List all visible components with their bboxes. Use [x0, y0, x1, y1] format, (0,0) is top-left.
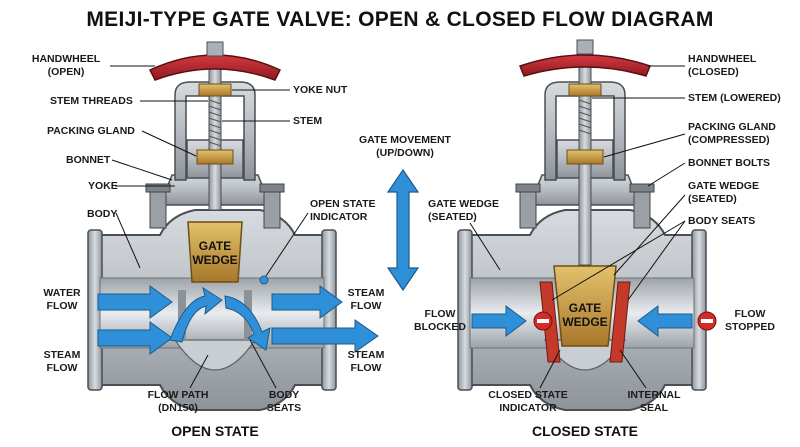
closed-body-seats-label: BODY SEATS — [688, 215, 755, 227]
steam-flow-right-top-label-2: FLOW — [351, 300, 382, 312]
closed-flow-arrows — [471, 305, 693, 337]
open-stem-threads — [208, 99, 222, 147]
open-handwheel — [148, 54, 282, 81]
open-body-seats-label-2: SEATS — [267, 402, 301, 414]
closed-yoke — [544, 81, 626, 181]
closed-yoke-nut — [568, 83, 602, 97]
closed-state-caption: CLOSED STATE — [532, 423, 638, 439]
closed-labels: HANDWHEEL (CLOSED) STEM (LOWERED) PACKIN… — [414, 53, 781, 439]
open-indicator-dot — [259, 275, 269, 285]
closed-valve: GATE WEDGE — [457, 39, 717, 411]
open-valve: GATE WEDGE — [87, 41, 379, 411]
water-flow-label-2: FLOW — [47, 300, 78, 312]
open-yoke-nut-label: YOKE NUT — [293, 84, 348, 96]
closed-gate-line1: GATE — [569, 301, 601, 315]
steam-flow-left-label-2: FLOW — [47, 362, 78, 374]
closed-packing-gland-label-2: (COMPRESSED) — [688, 134, 770, 146]
open-state-caption: OPEN STATE — [171, 423, 258, 439]
open-bonnet-bolts — [145, 183, 285, 229]
open-stem-label: STEM — [293, 115, 322, 127]
steam-flow-right-bottom-label-2: FLOW — [351, 362, 382, 374]
open-gate-line1: GATE — [199, 239, 231, 253]
flow-blocked-label-1: FLOW — [425, 308, 456, 320]
closed-indicator-label-2: INDICATOR — [499, 402, 557, 414]
flow-path-label-1: FLOW PATH — [148, 389, 209, 401]
closed-indicator-label-1: CLOSED STATE — [488, 389, 568, 401]
open-labels: HANDWHEEL (OPEN) STEM THREADS YOKE NUT S… — [32, 53, 385, 439]
open-stem-threads-label: STEM THREADS — [50, 95, 133, 107]
closed-gate-wedge — [553, 265, 617, 347]
open-indicator-label-1: OPEN STATE — [310, 198, 376, 210]
open-lower-bowl — [173, 339, 257, 371]
closed-gate-wedge-right-label-1: GATE WEDGE — [688, 180, 759, 192]
open-yoke-nut — [198, 83, 232, 97]
gate-movement-arrow — [386, 168, 420, 292]
closed-handwheel-label-1: HANDWHEEL — [688, 53, 757, 65]
flow-stopped-label-1: FLOW — [735, 308, 766, 320]
open-handwheel-label-1: HANDWHEEL — [32, 53, 101, 65]
closed-packing-gland — [566, 149, 604, 165]
diagram-title: MEIJI-TYPE GATE VALVE: OPEN & CLOSED FLO… — [86, 8, 713, 31]
stop-icon — [697, 311, 717, 331]
open-gate-wedge — [187, 221, 243, 283]
open-indicator-label-2: INDICATOR — [310, 211, 368, 223]
open-packing-gland-label: PACKING GLAND — [47, 125, 135, 137]
open-stem-top — [206, 41, 224, 57]
open-packing-gland — [196, 149, 234, 165]
internal-seal-label-2: SEAL — [640, 402, 669, 414]
closed-gate-line2: WEDGE — [562, 315, 607, 329]
steam-flow-right-bottom-label-1: STEAM — [348, 349, 385, 361]
closed-gate-wedge-right-label-2: (SEATED) — [688, 193, 737, 205]
closed-handwheel-label-2: (CLOSED) — [688, 66, 739, 78]
closed-handwheel — [519, 54, 651, 77]
open-body-seats-label-1: BODY — [269, 389, 299, 401]
steam-flow-right-top-label-1: STEAM — [348, 287, 385, 299]
open-yoke — [174, 81, 256, 181]
closed-stem-threads — [578, 99, 592, 135]
internal-seal-label-1: INTERNAL — [627, 389, 681, 401]
closed-gate-wedge-left-label-1: GATE WEDGE — [428, 198, 499, 210]
closed-bonnet-bolts — [515, 183, 655, 229]
steam-flow-left-label-1: STEAM — [44, 349, 81, 361]
movement-label-line1: GATE MOVEMENT — [359, 134, 452, 146]
water-flow-label-1: WATER — [43, 287, 81, 299]
closed-bonnet-bolts-label: BONNET BOLTS — [688, 157, 770, 169]
closed-stem-top — [576, 39, 594, 55]
open-flow-arrows — [97, 285, 379, 355]
closed-stem-label: STEM (LOWERED) — [688, 92, 781, 104]
flow-stopped-label-2: STOPPED — [725, 321, 775, 333]
closed-seat-right — [609, 281, 631, 363]
flow-blocked-label-2: BLOCKED — [414, 321, 466, 333]
flow-path-label-2: (DN150) — [158, 402, 198, 414]
open-yoke-label: YOKE — [88, 180, 118, 192]
open-bonnet-label: BONNET — [66, 154, 111, 166]
open-gate-line2: WEDGE — [192, 253, 237, 267]
closed-gate-wedge-left-label-2: (SEATED) — [428, 211, 477, 223]
closed-packing-gland-label-1: PACKING GLAND — [688, 121, 776, 133]
open-stem — [208, 49, 222, 211]
stop-icon — [533, 311, 553, 331]
movement-label-line2: (UP/DOWN) — [376, 147, 434, 159]
open-body-label: BODY — [87, 208, 117, 220]
open-handwheel-label-2: (OPEN) — [48, 66, 85, 78]
